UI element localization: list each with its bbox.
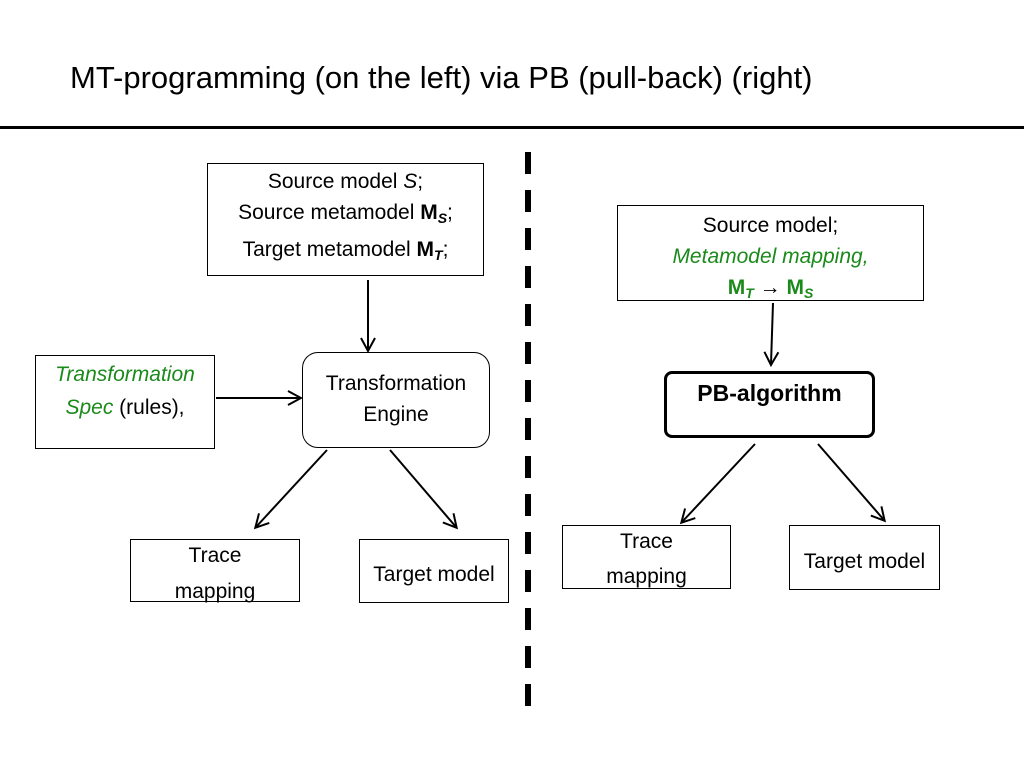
source-metamodel-line: Source metamodel MS; (238, 201, 453, 226)
target-model-label: Target model (373, 563, 495, 586)
pb-algorithm-label: PB-algorithm (697, 380, 842, 406)
arrow-source-to-pb (771, 302, 773, 364)
arrow-pb-to-target (817, 443, 884, 520)
right-source-box: Source model; Metamodel mapping, MT → MS (617, 205, 924, 301)
transformation-spec-box: Transformation Spec (rules), (35, 355, 215, 449)
right-source-model-line: Source model; (702, 214, 839, 237)
engine-line-2: Engine (363, 403, 429, 426)
trace-line-1: Trace (188, 544, 242, 567)
left-trace-mapping-box: Trace mapping (130, 539, 300, 603)
right-trace-mapping-box: Trace mapping (562, 525, 731, 589)
slide-title: MT-programming (on the left) via PB (pul… (70, 60, 813, 95)
source-model-line: Source model S; (267, 170, 424, 193)
right-trace-line-1: Trace (620, 530, 673, 553)
engine-line-1: Transformation (325, 372, 467, 395)
left-target-model-box: Target model (359, 539, 509, 603)
metamodel-mapping-line: Metamodel mapping, (672, 245, 869, 268)
spec-line-1: Transformation (55, 363, 195, 386)
title-divider (0, 126, 1024, 129)
arrow-engine-to-target (389, 449, 456, 527)
transformation-engine-box: Transformation Engine (302, 352, 490, 448)
trace-line-2: mapping (174, 580, 256, 603)
target-metamodel-line: Target metamodel MT; (242, 238, 449, 263)
right-target-model-box: Target model (789, 525, 940, 590)
right-target-model-label: Target model (803, 550, 926, 573)
arrow-pb-to-trace (682, 443, 756, 522)
arrow-engine-to-trace (256, 449, 328, 527)
right-trace-line-2: mapping (606, 565, 687, 588)
pb-algorithm-box: PB-algorithm (664, 371, 875, 438)
spec-line-2: Spec (rules), (65, 396, 185, 419)
mapping-formula-line: MT → MS (727, 276, 814, 301)
left-source-box: Source model S; Source metamodel MS; Tar… (207, 163, 484, 276)
